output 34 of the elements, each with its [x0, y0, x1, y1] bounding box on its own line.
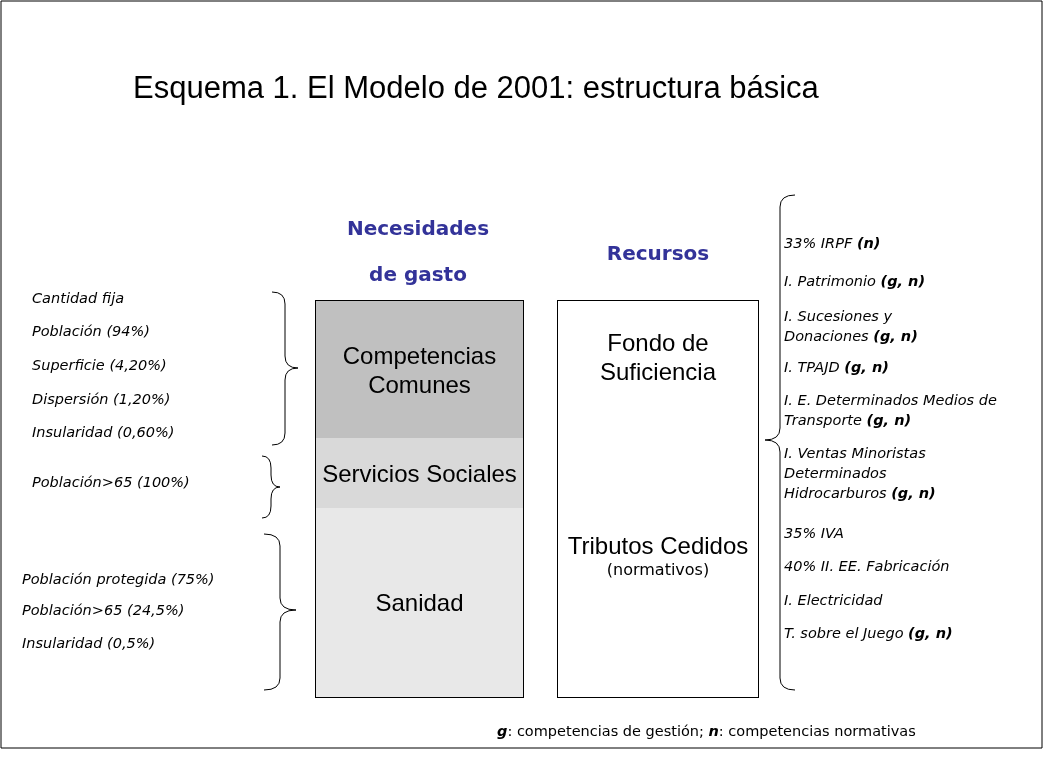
box-note: (normativos)	[606, 559, 710, 579]
criterion-text: Población protegida (75%)	[22, 570, 216, 589]
criterion-text: Población>65 (24,5%)	[22, 601, 186, 620]
title: Esquema 1. El Modelo de 2001: estructura básica	[133, 70, 819, 106]
category-box	[557, 412, 759, 698]
tax-item: 40% II. EE. Fabricación	[784, 557, 951, 576]
criterion-text: Cantidad fija	[32, 289, 126, 308]
category-box	[315, 508, 524, 698]
tax-item: I. Sucesiones y Donaciones (g, n)	[784, 307, 919, 346]
footnote: g: competencias de gestión; n: competencias normativas	[497, 723, 916, 739]
tax-item: T. sobre el Juego (g, n)	[784, 624, 954, 643]
box-label: Competencias Comunes	[341, 340, 498, 399]
criterion-text: Población>65 (100%)	[32, 473, 191, 492]
criterion-text: Superficie (4,20%)	[32, 356, 168, 375]
tax-item: I. E. Determinados Medios de Transporte (g, n)	[784, 391, 998, 430]
criterion-text: Dispersión (1,20%)	[32, 390, 172, 409]
tax-item: 35% IVA	[784, 524, 845, 543]
box-label: Sanidad	[375, 588, 464, 617]
tax-item: I. Patrimonio (g, n)	[784, 272, 926, 291]
tax-item: I. Electricidad	[784, 591, 884, 610]
box-label: Servicios Sociales	[322, 458, 517, 488]
criterion-text: Insularidad (0,60%)	[32, 423, 176, 442]
category-box	[315, 438, 524, 509]
category-box	[315, 300, 524, 439]
box-label: Tributos Cedidos	[567, 530, 749, 560]
category-box	[557, 300, 759, 413]
tax-item: I. Ventas Minoristas Determinados Hidrocarburos (g, n)	[784, 444, 937, 503]
column-heading: Recursos	[605, 240, 711, 267]
column-heading: Necesidades de gasto	[345, 215, 491, 288]
criterion-text: Población (94%)	[32, 322, 151, 341]
tax-item: 33% IRPF (n)	[784, 234, 882, 253]
tax-item: I. TPAJD (g, n)	[784, 358, 890, 377]
criterion-text: Insularidad (0,5%)	[22, 634, 157, 653]
box-label: Fondo de Suficiencia	[598, 327, 718, 386]
